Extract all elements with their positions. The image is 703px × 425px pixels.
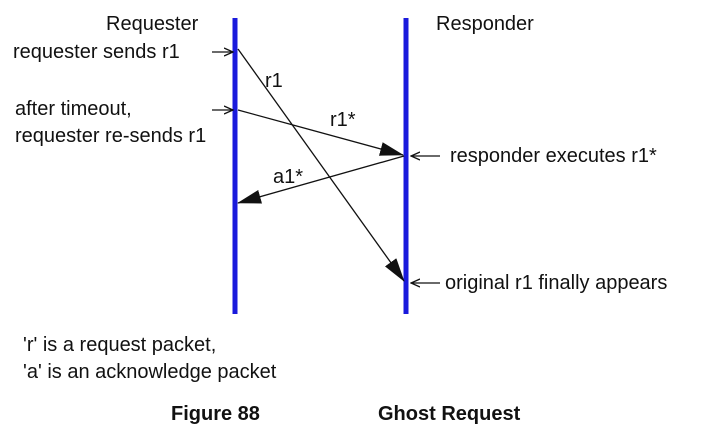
legend-line1: 'r' is a request packet, [23, 334, 216, 356]
note-original-appears: original r1 finally appears [445, 272, 667, 294]
note-after-timeout-line1: after timeout, [15, 98, 132, 120]
message-a1-star-label: a1* [273, 166, 303, 188]
message-r1-star-label: r1* [330, 109, 356, 131]
figure-title: Ghost Request [378, 403, 521, 425]
note-after-timeout-line2: requester re-sends r1 [15, 125, 206, 147]
message-r1-star-arrow [237, 109, 404, 156]
requester-header: Requester [106, 13, 199, 35]
responder-header: Responder [436, 13, 534, 35]
message-r1-arrow [237, 48, 405, 282]
note-requester-sends: requester sends r1 [13, 41, 180, 63]
message-r1-label: r1 [265, 70, 283, 92]
figure-number: Figure 88 [171, 403, 260, 425]
note-responder-executes: responder executes r1* [450, 145, 657, 167]
message-a1-star-arrow [237, 155, 405, 204]
legend-line2: 'a' is an acknowledge packet [23, 361, 277, 383]
